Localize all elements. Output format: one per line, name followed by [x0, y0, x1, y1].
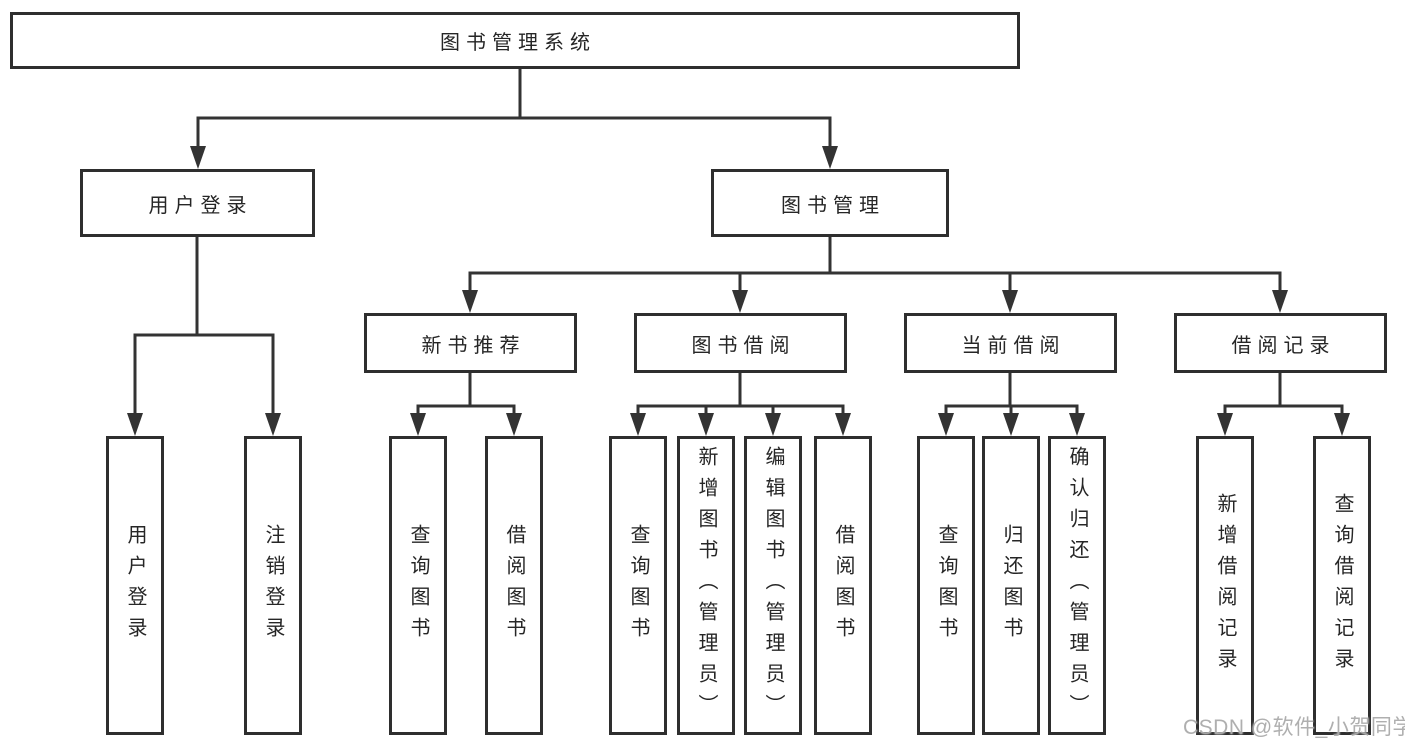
- node-query-books-current: 查询图书: [917, 436, 975, 735]
- node-edit-books-admin: 编辑图书（管理员）: [744, 436, 802, 735]
- node-label: 图书管理: [781, 194, 885, 217]
- node-label: 当前借阅: [961, 334, 1066, 357]
- node-book-borrowing: 图书借阅: [634, 313, 847, 373]
- node-label: 查询图书: [627, 523, 649, 648]
- node-logout-action: 注销登录: [244, 436, 302, 735]
- node-label: 确认归还（管理员）: [1066, 446, 1088, 725]
- node-label: 用户登录: [148, 194, 253, 217]
- node-label: 查询图书: [935, 523, 957, 648]
- node-query-borrow-record: 查询借阅记录: [1313, 436, 1371, 735]
- node-borrowing-records: 借阅记录: [1174, 313, 1387, 373]
- csdn-watermark: CSDN @软件_小贺同学: [1183, 716, 1405, 739]
- node-borrow-books-borrowing: 借阅图书: [814, 436, 872, 735]
- node-label: 编辑图书（管理员）: [762, 446, 784, 725]
- node-add-books-admin: 新增图书（管理员）: [677, 436, 735, 735]
- node-label: 新书推荐: [421, 334, 526, 357]
- node-label: 用户登录: [124, 523, 146, 648]
- arrowheads: [127, 146, 1350, 436]
- node-new-book-recommend: 新书推荐: [364, 313, 577, 373]
- node-label: 借阅图书: [832, 523, 854, 648]
- node-user-login-action: 用户登录: [106, 436, 164, 735]
- node-label: 新增图书（管理员）: [695, 446, 717, 725]
- node-return-books: 归还图书: [982, 436, 1040, 735]
- node-add-borrow-record: 新增借阅记录: [1196, 436, 1254, 735]
- node-label: 借阅图书: [503, 523, 525, 648]
- node-current-borrowing: 当前借阅: [904, 313, 1117, 373]
- node-borrow-books-recommend: 借阅图书: [485, 436, 543, 735]
- node-label: 借阅记录: [1231, 334, 1336, 357]
- node-label: 图书借阅: [691, 334, 796, 357]
- node-label: 新增借阅记录: [1214, 492, 1236, 679]
- node-label: 查询图书: [407, 523, 429, 648]
- node-confirm-return-admin: 确认归还（管理员）: [1048, 436, 1106, 735]
- node-label: 注销登录: [262, 523, 284, 648]
- node-book-management: 图书管理: [711, 169, 949, 237]
- node-query-books-borrowing: 查询图书: [609, 436, 667, 735]
- node-label: 归还图书: [1000, 523, 1022, 648]
- node-query-books-recommend: 查询图书: [389, 436, 447, 735]
- node-label: 查询借阅记录: [1331, 492, 1353, 679]
- node-user-login: 用户登录: [80, 169, 315, 237]
- node-library-management-system: 图书管理系统: [10, 12, 1020, 69]
- node-label: 图书管理系统: [440, 32, 596, 54]
